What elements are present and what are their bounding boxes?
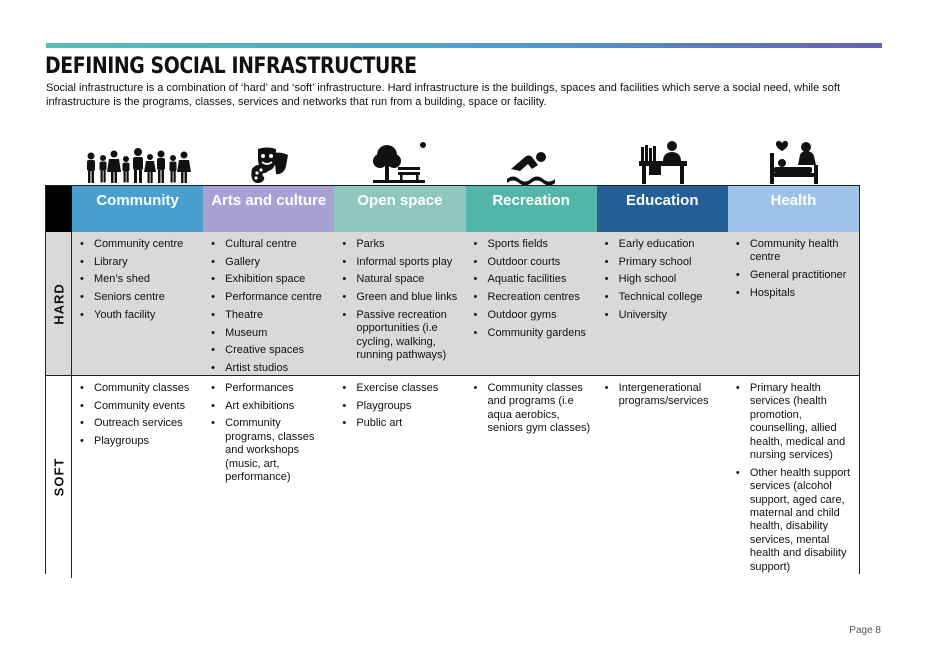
cell-hard-health: Community health centreGeneral practitio…	[727, 232, 859, 376]
bullet-list: Community health centreGeneral practitio…	[728, 232, 859, 301]
list-item: Aquatic facilities	[474, 273, 593, 287]
row-label-hard: HARD	[46, 232, 72, 376]
list-item: Parks	[342, 238, 461, 252]
list-item: Community classes	[80, 382, 199, 396]
list-item: Other health support services (alcohol s…	[736, 467, 855, 574]
theatre-masks-palette-icon	[251, 147, 288, 183]
list-item: Primary school	[605, 256, 724, 270]
list-item: Community programs, classes and workshop…	[211, 417, 330, 484]
list-item: Recreation centres	[474, 291, 593, 305]
list-item: Art exhibitions	[211, 400, 330, 414]
cell-soft-open-space: Exercise classesPlaygroupsPublic art	[334, 376, 466, 579]
accent-bar	[46, 43, 882, 48]
cell-hard-open-space: ParksInformal sports playNatural spaceGr…	[334, 232, 466, 376]
column-header-community: Community	[72, 186, 204, 232]
column-header-education: Education	[596, 186, 728, 232]
cell-hard-community: Community centreLibraryMen’s shedSeniors…	[72, 232, 204, 376]
column-header-open-space: Open space	[334, 186, 466, 232]
list-item: Performances	[211, 382, 330, 396]
bullet-list: PerformancesArt exhibitionsCommunity pro…	[203, 376, 334, 484]
bullet-list: Intergenerational programs/services	[597, 376, 728, 409]
list-item: Community gardens	[474, 327, 593, 341]
row-label-soft: SOFT	[46, 376, 72, 579]
list-item: University	[605, 309, 724, 323]
bullet-list: Cultural centreGalleryExhibition spacePe…	[203, 232, 334, 376]
bullet-list: Exercise classesPlaygroupsPublic art	[334, 376, 465, 431]
bullet-list: Community centreLibraryMen’s shedSeniors…	[72, 232, 203, 323]
bullet-list: Early educationPrimary schoolHigh school…	[597, 232, 728, 323]
bullet-list: Community classes and programs (i.e aqua…	[466, 376, 597, 436]
list-item: Community classes and programs (i.e aqua…	[474, 382, 593, 436]
list-item: Community centre	[80, 238, 199, 252]
list-item: Outreach services	[80, 417, 199, 431]
list-item: Gallery	[211, 256, 330, 270]
list-item: Early education	[605, 238, 724, 252]
list-item: Outdoor gyms	[474, 309, 593, 323]
bullet-list: ParksInformal sports playNatural spaceGr…	[334, 232, 465, 362]
infrastructure-table: Community Arts and culture Open space Re…	[45, 185, 860, 579]
cell-soft-health: Primary health services (health promotio…	[727, 376, 859, 579]
list-item: Exercise classes	[342, 382, 461, 396]
patient-care-icon	[770, 140, 819, 184]
bullet-list: Primary health services (health promotio…	[728, 376, 859, 574]
cell-hard-recreation: Sports fieldsOutdoor courtsAquatic facil…	[465, 232, 597, 376]
tree-bench-icon	[373, 142, 427, 183]
list-item: Outdoor courts	[474, 256, 593, 270]
page-title: DEFINING SOCIAL INFRASTRUCTURE	[45, 54, 417, 79]
column-header-arts-culture: Arts and culture	[203, 186, 335, 232]
list-item: Natural space	[342, 273, 461, 287]
cell-soft-education: Intergenerational programs/services	[596, 376, 728, 579]
list-item: Hospitals	[736, 287, 855, 301]
list-item: Theatre	[211, 309, 330, 323]
column-header-health: Health	[727, 186, 859, 232]
list-item: Men’s shed	[80, 273, 199, 287]
list-item: Playgroups	[80, 435, 199, 449]
list-item: Intergenerational programs/services	[605, 382, 724, 409]
cell-hard-education: Early educationPrimary schoolHigh school…	[596, 232, 728, 376]
list-item: Artist studios	[211, 362, 330, 376]
list-item: Primary health services (health promotio…	[736, 382, 855, 462]
cell-hard-arts-culture: Cultural centreGalleryExhibition spacePe…	[203, 232, 335, 376]
intro-paragraph: Social infrastructure is a combination o…	[46, 82, 841, 108]
list-item: General practitioner	[736, 269, 855, 283]
cell-soft-community: Community classesCommunity eventsOutreac…	[72, 376, 204, 579]
list-item: Library	[80, 256, 199, 270]
bullet-list: Sports fieldsOutdoor courtsAquatic facil…	[466, 232, 597, 340]
list-item: Exhibition space	[211, 273, 330, 287]
list-item: Cultural centre	[211, 238, 330, 252]
list-item: Museum	[211, 327, 330, 341]
column-header-recreation: Recreation	[465, 186, 597, 232]
list-item: Performance centre	[211, 291, 330, 305]
list-item: Technical college	[605, 291, 724, 305]
cell-soft-recreation: Community classes and programs (i.e aqua…	[465, 376, 597, 579]
bullet-list: Community classesCommunity eventsOutreac…	[72, 376, 203, 449]
list-item: Youth facility	[80, 309, 199, 323]
list-item: Public art	[342, 417, 461, 431]
list-item: Passive recreation opportunities (i.e cy…	[342, 309, 461, 363]
teacher-desk-icon	[638, 141, 687, 184]
swimmer-icon	[506, 152, 555, 185]
cell-soft-arts-culture: PerformancesArt exhibitionsCommunity pro…	[203, 376, 335, 579]
list-item: High school	[605, 273, 724, 287]
page-number: Page 8	[849, 625, 881, 636]
list-item: Seniors centre	[80, 291, 199, 305]
category-icons	[72, 133, 860, 185]
list-item: Sports fields	[474, 238, 593, 252]
list-item: Green and blue links	[342, 291, 461, 305]
people-group-icon	[86, 148, 191, 183]
list-item: Creative spaces	[211, 344, 330, 358]
list-item: Playgroups	[342, 400, 461, 414]
list-item: Community health centre	[736, 238, 855, 265]
list-item: Informal sports play	[342, 256, 461, 270]
list-item: Community events	[80, 400, 199, 414]
table-corner	[46, 186, 72, 232]
